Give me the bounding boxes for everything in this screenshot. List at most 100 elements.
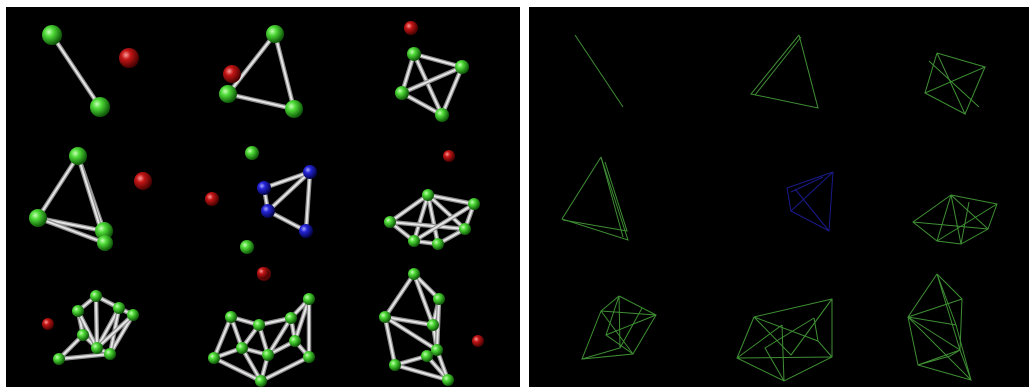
green-atom	[468, 198, 480, 210]
wire-edge	[754, 317, 818, 341]
wire-edge	[929, 61, 979, 107]
blue-atom	[303, 165, 317, 179]
wireframe-cluster-8	[737, 299, 832, 381]
wire-edge	[754, 299, 832, 355]
green-atom	[29, 209, 47, 227]
green-atom	[69, 147, 87, 165]
bond-highlight	[38, 156, 78, 218]
red-atom	[205, 192, 219, 206]
green-atom	[455, 60, 469, 74]
wire-edge	[787, 172, 833, 211]
molecule-cluster-3	[395, 21, 469, 122]
green-atom	[459, 223, 471, 235]
green-atom	[42, 25, 62, 45]
green-atom	[113, 302, 125, 314]
green-atom	[225, 311, 237, 323]
wire-edge	[601, 311, 656, 315]
green-atom	[408, 235, 420, 247]
wire-edge	[925, 53, 937, 93]
green-atom	[435, 108, 449, 122]
wire-edge	[814, 318, 832, 357]
molecule-cluster-5	[205, 146, 317, 281]
red-atom	[404, 21, 418, 35]
blue-atom	[257, 181, 271, 195]
ball-and-stick-panel	[6, 7, 520, 387]
bond-highlight	[52, 35, 100, 107]
green-atom	[253, 319, 265, 331]
wire-edge	[606, 315, 656, 335]
wire-edge	[908, 299, 962, 317]
green-atom	[77, 329, 89, 341]
green-atom	[427, 319, 439, 331]
wire-edge	[913, 195, 997, 244]
molecule-cluster-9	[379, 268, 484, 386]
green-atom	[433, 293, 445, 305]
bond-highlight	[96, 296, 97, 348]
bond-highlight	[228, 94, 294, 109]
wireframe-svg	[529, 7, 1029, 387]
green-atom	[97, 235, 113, 251]
red-atom	[257, 267, 269, 279]
wire-edge	[782, 325, 784, 381]
green-atom	[245, 146, 259, 160]
green-atom	[53, 353, 65, 365]
wireframe-panel	[529, 7, 1029, 387]
wire-edge	[913, 222, 988, 229]
green-atom	[219, 85, 237, 103]
wireframe-cluster-6	[913, 195, 997, 244]
bond-highlight	[228, 34, 275, 94]
green-atom	[90, 290, 102, 302]
green-atom	[421, 350, 433, 362]
molecule-cluster-4	[29, 147, 152, 251]
blue-atom	[299, 224, 313, 238]
bond-highlight	[390, 222, 465, 229]
wire-edge	[908, 317, 971, 380]
wireframe-cluster-3	[925, 53, 985, 114]
green-atom	[236, 342, 248, 354]
wire-edge	[601, 157, 623, 237]
wire-edge	[563, 162, 627, 231]
wire-edge	[795, 189, 829, 231]
wireframe-cluster-9	[908, 274, 971, 380]
green-atom	[262, 349, 274, 361]
red-atom	[119, 48, 139, 68]
green-atom	[422, 189, 434, 201]
ball-and-stick-svg	[6, 7, 520, 387]
green-atom	[432, 238, 444, 250]
green-atom	[303, 351, 315, 363]
wire-edge	[956, 325, 971, 380]
blue-atom	[261, 204, 275, 218]
wire-edge	[575, 35, 623, 107]
green-atom	[127, 309, 139, 321]
bond-highlight	[385, 274, 414, 317]
wire-edge	[755, 37, 801, 95]
green-atom	[303, 293, 315, 305]
wireframe-cluster-2	[751, 35, 818, 108]
red-atom	[42, 318, 54, 330]
green-atom	[389, 359, 401, 371]
red-atom	[443, 150, 455, 162]
green-atom	[384, 216, 396, 228]
green-atom	[407, 47, 421, 61]
green-atom	[285, 100, 303, 118]
wire-edge	[737, 357, 832, 358]
molecule-cluster-1	[42, 25, 139, 117]
green-atom	[395, 86, 409, 100]
red-atom	[223, 65, 241, 83]
green-atom	[255, 375, 267, 387]
green-atom	[289, 335, 301, 347]
green-atom	[379, 311, 391, 323]
bond-highlight	[275, 34, 294, 109]
wire-edge	[562, 157, 628, 240]
wire-edge	[619, 296, 620, 348]
molecule-cluster-8	[208, 267, 315, 387]
green-atom	[90, 97, 110, 117]
green-atom	[285, 312, 297, 324]
red-atom	[134, 172, 152, 190]
molecule-cluster-2	[219, 25, 303, 118]
green-atom	[208, 352, 220, 364]
green-atom	[408, 268, 420, 280]
green-atom	[442, 374, 454, 386]
molecule-cluster-6	[384, 150, 480, 250]
wire-edge	[791, 172, 833, 231]
